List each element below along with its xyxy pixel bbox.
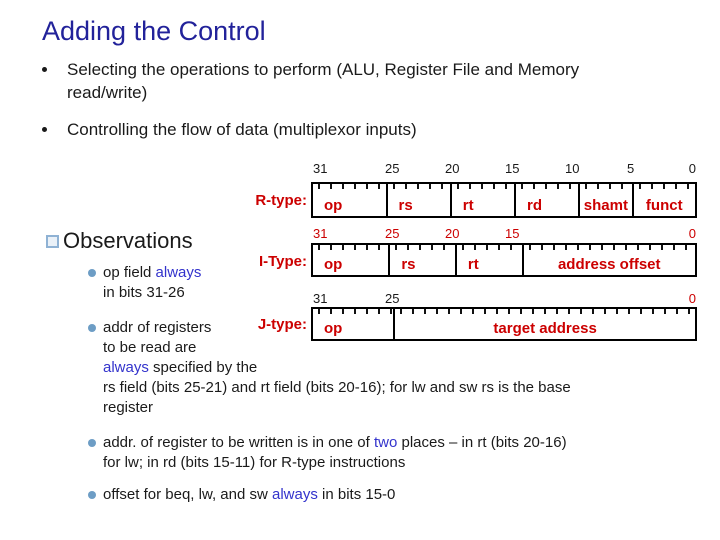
bit-marker: 25 [385,226,400,241]
observation-line: op field always [103,264,202,281]
observation-line: rs field (bits 25-21) and rt field (bits… [103,379,571,396]
field-funct: funct [631,184,695,216]
field-rt: rt [449,184,514,216]
field-label: rd [527,197,542,214]
circle-bullet-icon [88,439,96,447]
bit-marker: 31 [313,161,328,176]
itype-bit-markers: 31 25 20 15 0 [311,227,697,241]
square-bullet-icon [46,235,59,248]
itype-format-box: op rs rt address offset [311,243,697,277]
observation-line: offset for beq, lw, and sw always in bit… [103,486,396,503]
field-rt: rt [454,245,522,275]
bullet-item: Controlling the flow of data (multiplexo… [42,118,417,141]
circle-bullet-icon [88,324,96,332]
itype-label: I-Type: [258,253,307,270]
observation-line: addr of registers [103,319,212,336]
rtype-label: R-type: [255,192,307,209]
bit-marker: 0 [688,161,696,176]
observation-item: addr. of register to be written is in on… [103,433,567,473]
observation-line: for lw; in rd (bits 15-11) for R-type in… [103,454,406,471]
bit-marker: 0 [688,226,696,241]
field-label: op [324,197,343,214]
field-rd: rd [514,184,579,216]
field-rs: rs [385,184,450,216]
bit-marker: 25 [385,291,400,306]
field-label: op [324,320,343,337]
observation-line: always specified by the [103,359,258,376]
bit-marker: 5 [627,161,635,176]
observation-line: to be read are [103,339,197,356]
observation-line: addr. of register to be written is in on… [103,434,567,451]
observation-item: offset for beq, lw, and sw always in bit… [103,485,395,505]
field-shamt: shamt [578,184,632,216]
field-address-offset: address offset [521,245,695,275]
field-label: op [324,256,343,273]
field-label: funct [645,197,683,214]
jtype-label: J-type: [257,316,307,333]
bullet-line: read/write) [67,83,148,102]
bullet-text: Controlling the flow of data (multiplexo… [67,118,417,141]
rtype-format-box: op rs rt rd shamt funct [311,182,697,218]
bullet-text: Selecting the operations to perform (ALU… [67,58,579,104]
field-label: rt [462,197,474,214]
bullet-line: Selecting the operations to perform (ALU… [67,60,580,79]
bit-marker: 25 [385,161,400,176]
bit-marker: 15 [505,161,520,176]
field-op: op [313,309,394,339]
field-label: rt [467,256,479,273]
circle-bullet-icon [88,269,96,277]
field-label: rs [398,197,413,214]
bullet-item: Selecting the operations to perform (ALU… [42,58,579,104]
field-rs: rs [388,245,455,275]
bit-marker: 31 [313,226,328,241]
observation-line: register [103,399,154,416]
field-op: op [313,245,389,275]
bit-marker: 20 [445,161,460,176]
observation-item: addr of registers to be read are always … [103,318,571,418]
bullet-dot-icon [42,127,47,132]
bit-marker: 0 [688,291,696,306]
observation-item: op field always in bits 31-26 [103,263,201,303]
jtype-format-box: op target address [311,307,697,341]
bit-marker: 20 [445,226,460,241]
field-label: target address [493,320,597,337]
bullet-dot-icon [42,67,47,72]
field-target-address: target address [393,309,695,339]
bullet-line: Controlling the flow of data (multiplexo… [67,120,417,139]
bit-marker: 10 [565,161,580,176]
page-title: Adding the Control [42,16,266,46]
bit-marker: 15 [505,226,520,241]
circle-bullet-icon [88,491,96,499]
field-label: shamt [583,197,628,214]
jtype-bit-markers: 31 25 0 [311,292,697,306]
field-label: address offset [557,256,661,273]
rtype-bit-markers: 31 25 20 15 10 5 0 [311,162,697,176]
observation-line: in bits 31-26 [103,284,185,301]
field-label: rs [401,256,416,273]
bit-marker: 31 [313,291,328,306]
observations-heading: Observations [63,228,193,253]
field-op: op [313,184,386,216]
